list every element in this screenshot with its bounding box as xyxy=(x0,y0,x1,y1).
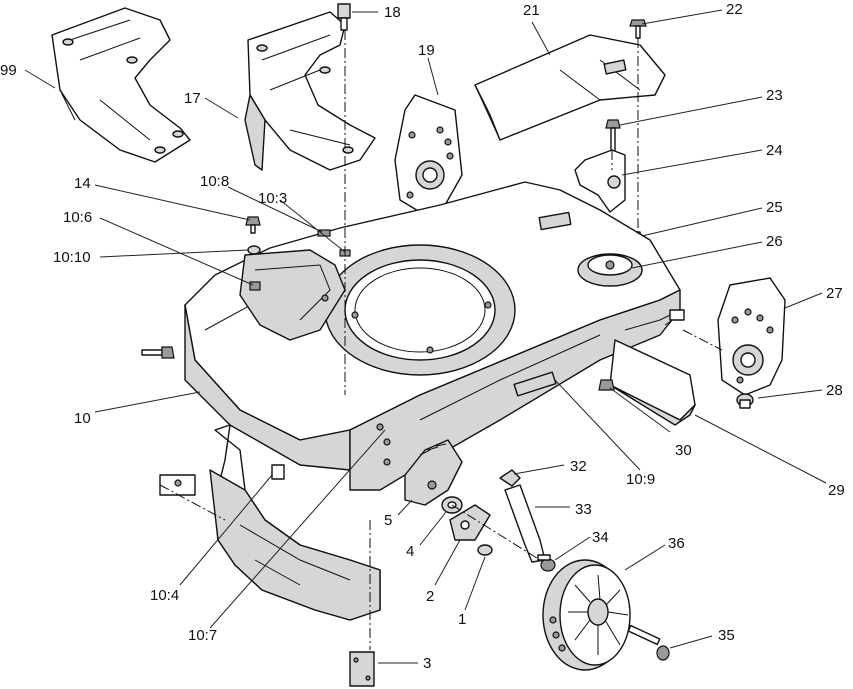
callout-33: 33 xyxy=(575,501,592,518)
part-22-screw xyxy=(629,19,647,39)
callout-23: 23 xyxy=(766,87,783,104)
callout-10-6: 10:6 xyxy=(63,209,92,226)
rear-bolt xyxy=(141,346,175,359)
callout-10-10: 10:10 xyxy=(53,249,91,266)
callout-27: 27 xyxy=(826,285,843,302)
callout-1: 1 xyxy=(458,611,466,628)
part-19-wheel-bracket-left xyxy=(394,94,463,216)
callout-28: 28 xyxy=(826,382,843,399)
part-99-rear-shield xyxy=(51,7,191,163)
part-30-nut xyxy=(598,379,615,391)
callout-10-4: 10:4 xyxy=(150,587,179,604)
part-18-clip xyxy=(337,3,351,31)
callout-26: 26 xyxy=(766,233,783,250)
callout-3: 3 xyxy=(423,655,431,672)
part-35-axle-bolt xyxy=(627,624,670,661)
part-29-trim-bar xyxy=(609,309,696,426)
callout-99: 99 xyxy=(0,62,17,79)
callout-36: 36 xyxy=(668,535,685,552)
callout-10-9: 10:9 xyxy=(626,471,655,488)
part-28-bolt xyxy=(736,393,754,409)
callout-2: 2 xyxy=(426,588,434,605)
part-5-height-adjuster xyxy=(404,439,463,506)
callout-10: 10 xyxy=(74,410,91,427)
part-3-plate xyxy=(349,651,375,687)
callout-10-7: 10:7 xyxy=(188,627,217,644)
part-36-wheel xyxy=(542,559,631,671)
callout-17: 17 xyxy=(184,90,201,107)
part-17-side-shield xyxy=(244,11,376,171)
part-26-adjuster-gear xyxy=(577,253,643,287)
part-27-wheel-bracket-right xyxy=(717,277,786,396)
callout-19: 19 xyxy=(418,42,435,59)
callout-32: 32 xyxy=(570,458,587,475)
leader-lines xyxy=(24,9,827,664)
callout-34: 34 xyxy=(592,529,609,546)
part-32-spring xyxy=(499,469,521,487)
part-34-bolt xyxy=(537,554,556,572)
callout-22: 22 xyxy=(726,1,743,18)
assembly-centerlines xyxy=(159,30,723,650)
callout-5: 5 xyxy=(384,512,392,529)
part-1-washer xyxy=(477,544,493,556)
callout-18: 18 xyxy=(384,4,401,21)
callout-10-8: 10:8 xyxy=(200,173,229,190)
callout-30: 30 xyxy=(675,442,692,459)
part-24-bracket xyxy=(574,149,626,213)
callout-10-3: 10:3 xyxy=(258,190,287,207)
callout-24: 24 xyxy=(766,142,783,159)
part-23-bolt xyxy=(605,119,621,153)
callout-35: 35 xyxy=(718,627,735,644)
callout-4: 4 xyxy=(406,543,414,560)
callout-21: 21 xyxy=(523,2,540,19)
part-2-spindle-plate xyxy=(449,504,491,541)
part-10-10-washer xyxy=(247,245,261,255)
part-14-bolt xyxy=(245,216,261,234)
callout-25: 25 xyxy=(766,199,783,216)
callout-labels: 99 18 21 22 17 19 23 24 14 10:8 10:3 25 … xyxy=(0,1,845,672)
part-10-deck xyxy=(184,181,681,491)
callout-29: 29 xyxy=(828,482,845,499)
part-21-cover xyxy=(474,34,666,141)
rear-chute-assembly xyxy=(159,424,381,621)
callout-14: 14 xyxy=(74,175,91,192)
